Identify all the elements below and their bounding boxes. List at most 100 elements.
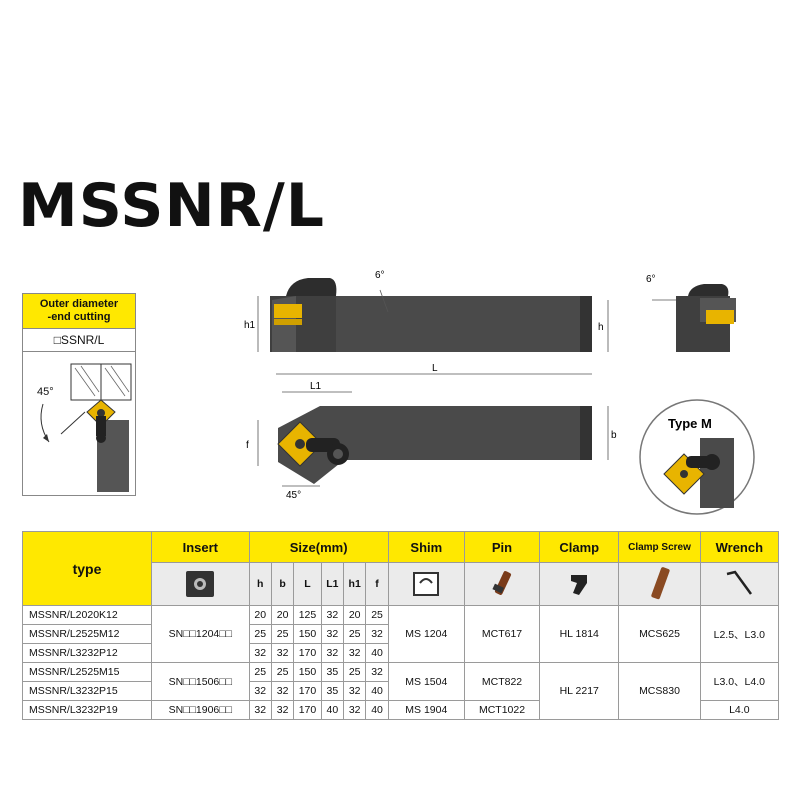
size-value: 32	[248, 643, 272, 663]
row-type: MSSNR/L2525M15	[21, 662, 153, 682]
end-view	[652, 284, 736, 352]
row-type: MSSNR/L3232P15	[21, 681, 153, 701]
clamp-value: HL 1814	[539, 605, 620, 663]
size-value: 125	[293, 605, 322, 625]
side-view	[257, 278, 609, 352]
size-value: 32	[343, 643, 367, 663]
pin-value: MCT1022	[463, 700, 541, 720]
spec-table: type Insert Size(mm) Shim Pin Clamp Clam…	[21, 531, 780, 720]
clamp-icon	[571, 575, 588, 595]
size-value: 35	[320, 681, 345, 701]
cutting-type-box: Outer diameter -end cutting □SSNR/L 45°	[22, 293, 136, 496]
pin-icon	[492, 571, 512, 595]
col-type-header: type	[21, 531, 153, 606]
wrench-icon	[727, 570, 753, 595]
clamp-screw-icon-cell	[618, 562, 701, 606]
col-pin-header: Pin	[463, 531, 541, 563]
size-col-L1: L1	[320, 562, 345, 606]
size-value: 170	[293, 643, 322, 663]
size-col-h1: h1	[343, 562, 367, 606]
size-value: 32	[320, 643, 345, 663]
size-value: 40	[365, 681, 389, 701]
insert-value: SN□□1906□□	[151, 700, 250, 720]
holder-code: □SSNR/L	[23, 329, 135, 352]
table-row: MSSNR/L2525M12 25 25 150 32 25 32	[21, 624, 779, 644]
col-wrench-header: Wrench	[699, 531, 780, 563]
size-value: 25	[343, 624, 367, 644]
insert-icon-cell	[151, 562, 250, 606]
dim-L-label: L	[432, 363, 438, 374]
size-value: 20	[343, 605, 367, 625]
clamp-screw-value: MCS830	[618, 662, 701, 720]
size-value: 32	[320, 624, 345, 644]
col-clamp-screw-header: Clamp Screw	[618, 531, 701, 563]
size-value: 170	[293, 681, 322, 701]
approach-angle-label: 45°	[37, 386, 54, 398]
table-row: MSSNR/L3232P19 SN□□1906□□ 32 32 170 40 3…	[21, 700, 780, 720]
type-m-label: Type M	[668, 416, 712, 431]
dim-L1-label: L1	[310, 381, 322, 392]
top-angle-label: 6°	[375, 270, 385, 281]
clamp-icon-cell	[539, 562, 620, 606]
size-value: 32	[365, 624, 389, 644]
size-value: 32	[270, 643, 295, 663]
table-row: MSSNR/L2525M15 SN□□1506□□ 25 25 150 35 2…	[21, 662, 780, 720]
size-value: 170	[293, 700, 322, 720]
size-value: 150	[293, 662, 322, 682]
size-value: 32	[248, 681, 272, 701]
size-col-b: b	[270, 562, 295, 606]
pin-icon-cell	[463, 562, 541, 606]
size-col-f: f	[365, 562, 389, 606]
dim-h-label: h	[598, 322, 604, 333]
pin-value: MCT822	[463, 662, 541, 701]
row-type: MSSNR/L3232P19	[21, 700, 153, 720]
pin-value: MCT617	[463, 605, 541, 663]
shim-icon	[413, 572, 440, 596]
page-title: MSSNR/L	[18, 171, 325, 241]
dim-f-label: f	[246, 440, 249, 451]
col-shim-header: Shim	[387, 531, 465, 563]
size-value: 25	[270, 662, 295, 682]
dim-h1-label: h1	[244, 320, 256, 331]
size-value: 25	[270, 624, 295, 644]
size-value: 40	[320, 700, 345, 720]
row-type: MSSNR/L3232P12	[21, 643, 153, 663]
table-row: MSSNR/L3232P12 32 32 170 32 32 40	[21, 643, 779, 663]
col-insert-header: Insert	[151, 531, 250, 563]
size-value: 25	[248, 624, 272, 644]
size-value: 32	[343, 700, 367, 720]
shim-value: MS 1204	[387, 605, 465, 663]
size-value: 35	[320, 662, 345, 682]
size-value: 20	[270, 605, 295, 625]
wrench-value: L4.0	[699, 700, 780, 720]
plan-view	[257, 373, 609, 487]
table-row: MSSNR/L2020K12 SN□□1204□□ 20 20 125 32 2…	[21, 605, 780, 663]
size-value: 25	[248, 662, 272, 682]
size-value: 40	[365, 700, 389, 720]
size-value: 32	[320, 605, 345, 625]
size-value: 20	[248, 605, 272, 625]
size-value: 32	[343, 681, 367, 701]
tool-drawing: 6° 6° h1 h L L1 f b 45°	[244, 270, 736, 501]
clamp-screw-value: MCS625	[618, 605, 701, 663]
size-value: 32	[270, 700, 295, 720]
size-value: 150	[293, 624, 322, 644]
bottom-angle-label: 45°	[286, 490, 301, 501]
size-col-L: L	[293, 562, 322, 606]
cutting-type-label: Outer diameter -end cutting	[23, 294, 135, 329]
insert-value: SN□□1506□□	[151, 662, 250, 701]
clamp-screw-icon	[650, 567, 670, 600]
clamp-value: HL 2217	[539, 662, 620, 720]
size-value: 25	[343, 662, 367, 682]
insert-value: SN□□1204□□	[151, 605, 250, 663]
type-m-detail: Type M	[639, 399, 755, 515]
size-value: 32	[365, 662, 389, 682]
col-clamp-header: Clamp	[539, 531, 620, 563]
size-value: 25	[365, 605, 389, 625]
wrench-icon-cell	[699, 562, 780, 606]
row-type: MSSNR/L2020K12	[21, 605, 153, 625]
size-value: 32	[270, 681, 295, 701]
shim-icon-cell	[387, 562, 465, 606]
cutting-direction-diagram	[40, 363, 132, 492]
size-value: 32	[248, 700, 272, 720]
